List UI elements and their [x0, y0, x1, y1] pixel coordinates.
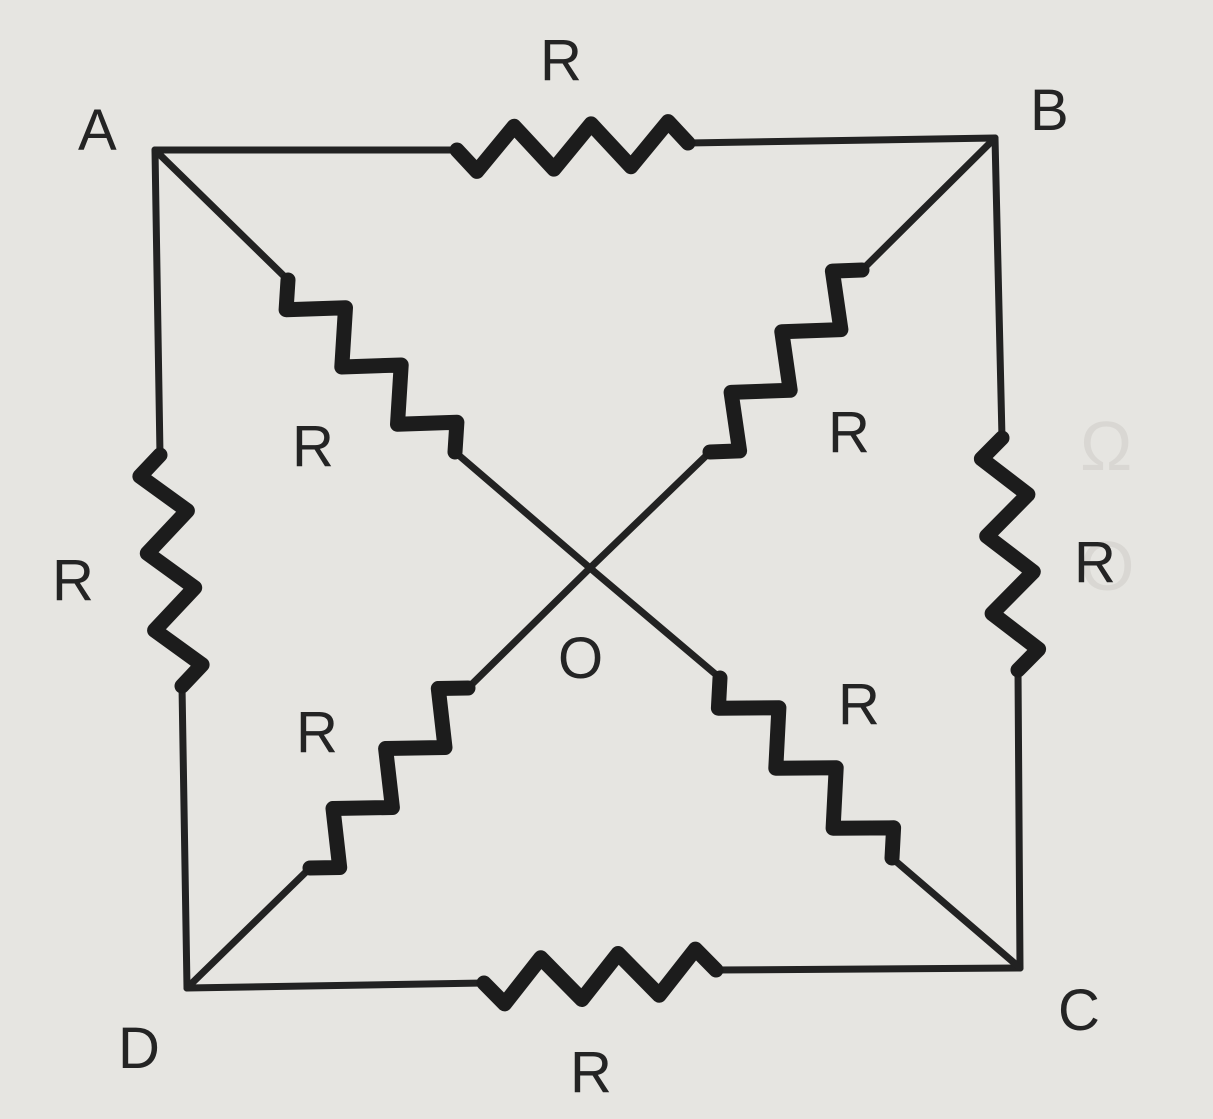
- resistor-cd: [476, 941, 724, 1012]
- show-through-text: Ω O: [1080, 407, 1134, 605]
- wire-c-to-resistor-cd: [712, 964, 1024, 974]
- wire-resistor-ao-to-o: [451, 448, 594, 572]
- wire-resistor-ab-to-b: [684, 134, 999, 147]
- node-label-a: A: [78, 98, 117, 163]
- resistor-label-bc: R: [1074, 530, 1116, 595]
- resistor-da: [132, 447, 210, 694]
- resistor-label-da: R: [52, 548, 94, 613]
- node-label-d: D: [118, 1016, 160, 1081]
- resistor-do: [302, 680, 476, 876]
- wire-resistor-bc-to-c: [1014, 666, 1024, 972]
- wire-resistor-da-to-a: [151, 146, 164, 459]
- ghost-text-2: O: [1080, 527, 1134, 605]
- resistor-ao: [278, 272, 465, 460]
- wire-a-to-resistor-ao: [151, 146, 292, 284]
- wires: [151, 134, 1024, 992]
- resistor-bo: [702, 262, 870, 460]
- resistor-co: [710, 670, 902, 866]
- resistor-label-cd: R: [570, 1040, 612, 1105]
- wire-resistor-do-to-o: [464, 564, 594, 692]
- resistor-bc: [973, 430, 1047, 678]
- wire-d-to-resistor-do: [183, 864, 314, 992]
- wire-resistor-cd-to-d: [183, 979, 488, 992]
- resistor-label-ab: R: [540, 28, 582, 93]
- node-label-o: O: [558, 626, 603, 691]
- ghost-text-1: Ω: [1080, 407, 1132, 485]
- resistor-label-ao: R: [292, 414, 334, 479]
- wire-d-to-resistor-da: [178, 682, 191, 992]
- resistor-label-co: R: [838, 672, 880, 737]
- resistors: [132, 114, 1047, 1012]
- wire-b-to-resistor-bo: [858, 134, 999, 274]
- wire-c-to-resistor-co: [888, 854, 1024, 972]
- resistor-label-do: R: [296, 700, 338, 765]
- resistor-labels: R R R R R R R R: [52, 28, 1116, 1105]
- node-label-b: B: [1030, 78, 1069, 143]
- node-label-c: C: [1058, 978, 1100, 1043]
- wire-resistor-bo-to-o: [586, 448, 714, 572]
- resistor-ab: [449, 114, 696, 179]
- wire-resistor-co-to-o: [586, 564, 724, 682]
- resistor-label-bo: R: [828, 400, 870, 465]
- node-labels: A B C D O: [78, 78, 1100, 1081]
- wire-b-to-resistor-bc: [991, 134, 1006, 442]
